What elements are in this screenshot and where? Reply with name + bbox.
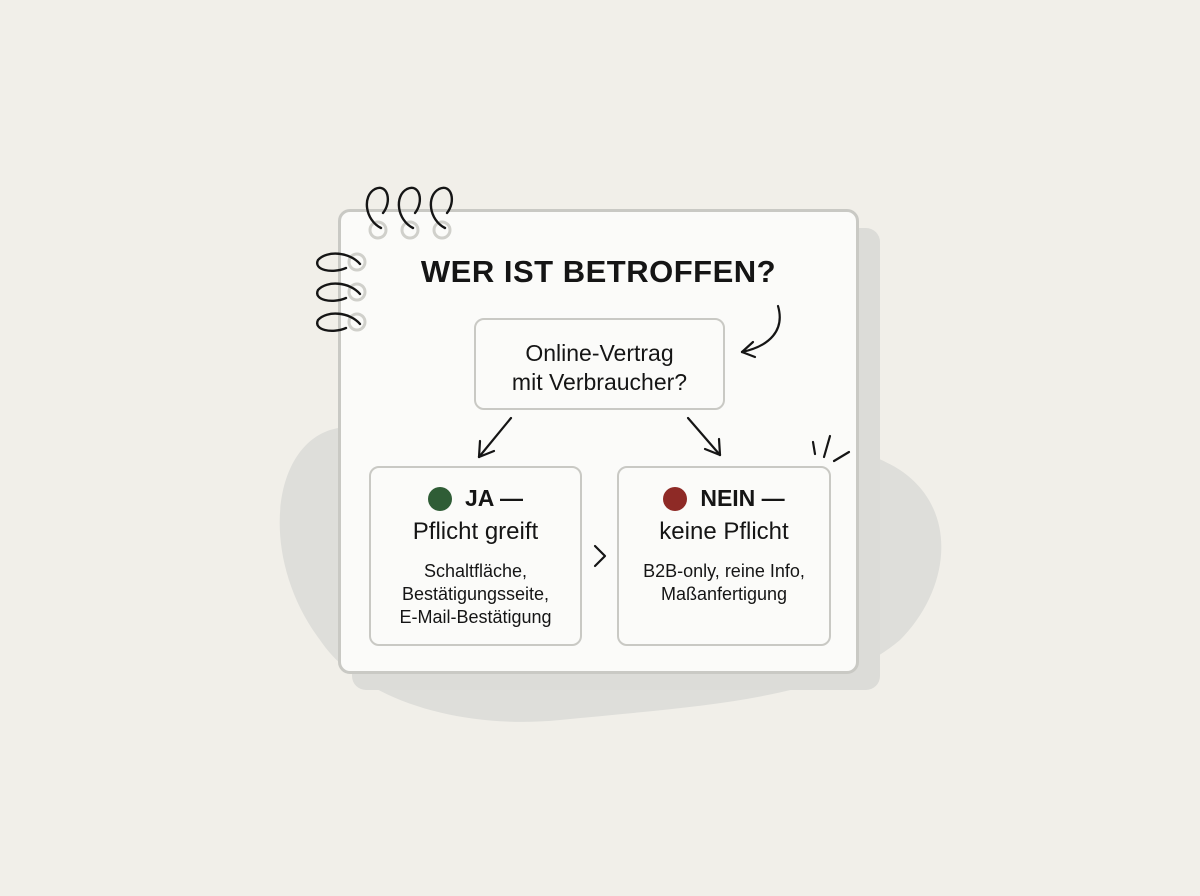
no-detail-line: Maßanfertigung: [660, 584, 788, 604]
arrow-to-yes-icon: [477, 416, 513, 459]
yes-detail-line: Bestätigungsseite,: [401, 584, 550, 604]
red-dot-icon: [663, 486, 688, 511]
no-subtitle: keine Pflicht: [659, 518, 789, 545]
yes-heading: JA —: [371, 485, 580, 512]
green-dot-icon: [428, 486, 453, 511]
yes-details: Schaltfläche, Bestätigungsseite, E-Mail-…: [371, 560, 580, 629]
yes-box: JA — Pflicht greift Schaltfläche, Bestät…: [369, 466, 582, 646]
chevron-right-icon: [593, 544, 607, 568]
yes-label: JA —: [465, 485, 523, 511]
sparkle-icon: [811, 434, 851, 463]
yes-subtitle: Pflicht greift: [412, 518, 539, 545]
no-details: B2B-only, reine Info, Maßanfertigung: [619, 560, 829, 606]
question-line-2: mit Verbraucher?: [511, 369, 688, 395]
yes-detail-line: E-Mail-Bestätigung: [399, 607, 552, 627]
no-label: NEIN —: [700, 485, 785, 511]
curved-arrow-icon: [740, 304, 781, 359]
no-box: NEIN — keine Pflicht B2B-only, reine Inf…: [617, 466, 831, 646]
arrow-to-no-icon: [686, 416, 722, 457]
question-box: Online-Vertrag mit Verbraucher?: [474, 318, 725, 410]
yes-detail-line: Schaltfläche,: [423, 561, 528, 581]
question-line-1: Online-Vertrag: [525, 340, 674, 366]
no-detail-line: B2B-only, reine Info,: [643, 561, 805, 581]
diagram-title: WER IST BETROFFEN?: [420, 254, 777, 289]
no-heading: NEIN —: [619, 485, 829, 512]
